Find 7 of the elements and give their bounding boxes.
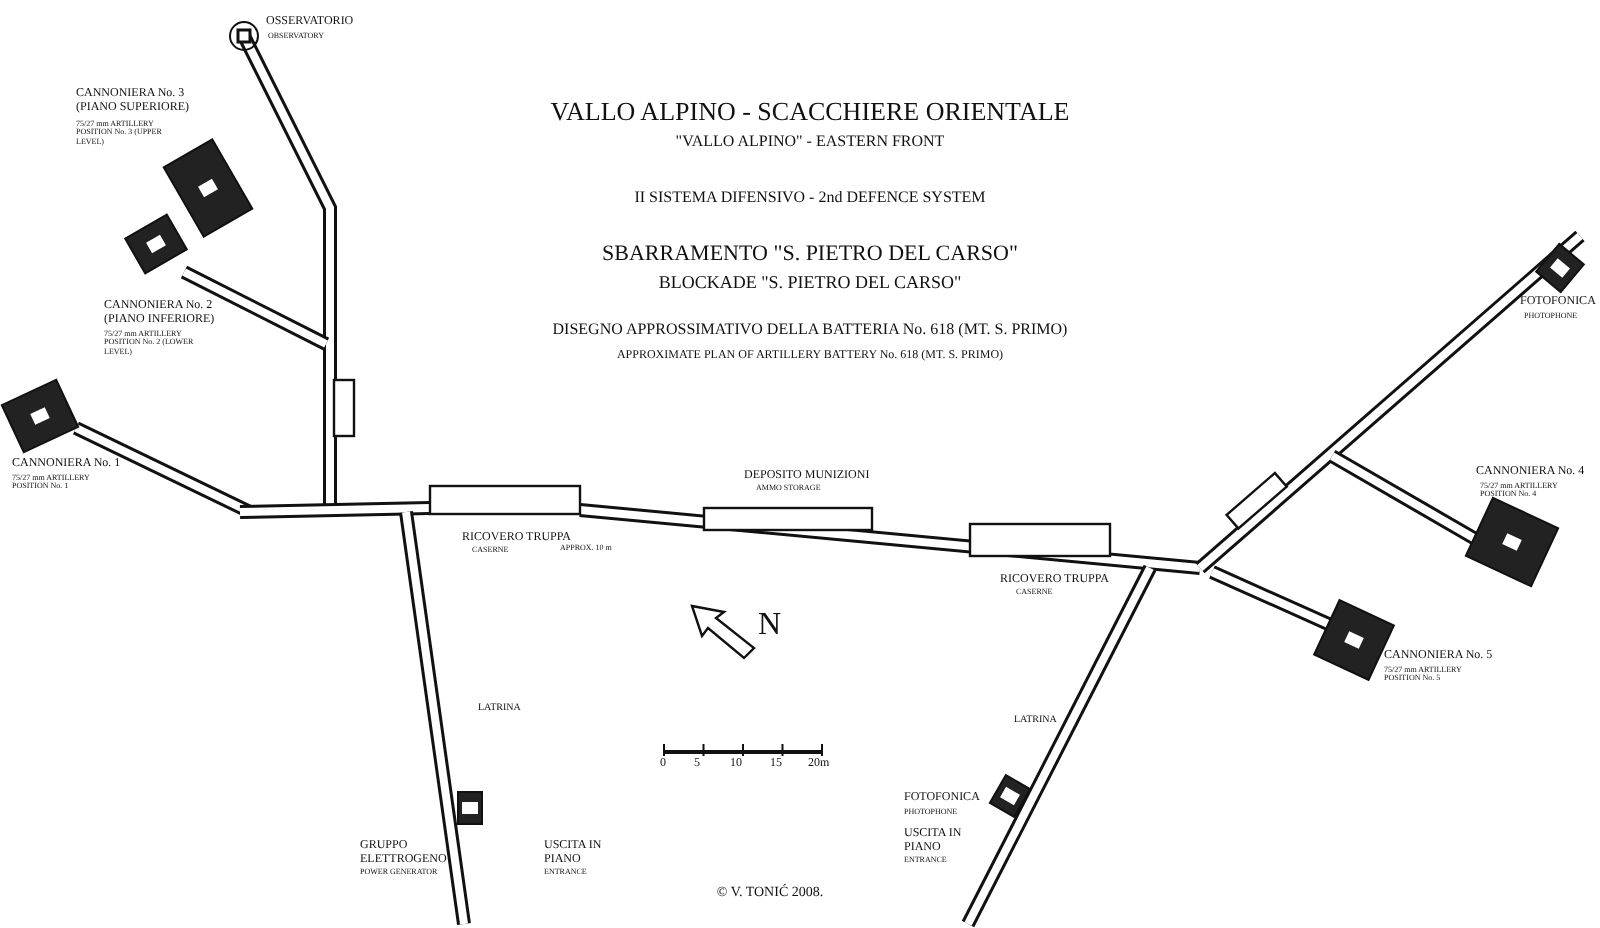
subtitle: BLOCKADE "S. PIETRO DEL CARSO" — [658, 274, 962, 294]
diagram-title: VALLO ALPINO - SCACCHIERE ORIENTALE — [550, 98, 1070, 127]
compass-letter: N — [758, 608, 782, 644]
subtitle: SBARRAMENTO "S. PIETRO DEL CARSO" — [602, 242, 1018, 267]
subtitle: DISEGNO APPROSSIMATIVO DELLA BATTERIA No. 618 (MT. S. PRIMO) — [552, 322, 1068, 340]
subtitle: "VALLO ALPINO" - EASTERN FRONT — [675, 134, 945, 152]
subtitle: II SISTEMA DIFENSIVO - 2nd DEFENCE SYSTEM — [634, 190, 986, 208]
